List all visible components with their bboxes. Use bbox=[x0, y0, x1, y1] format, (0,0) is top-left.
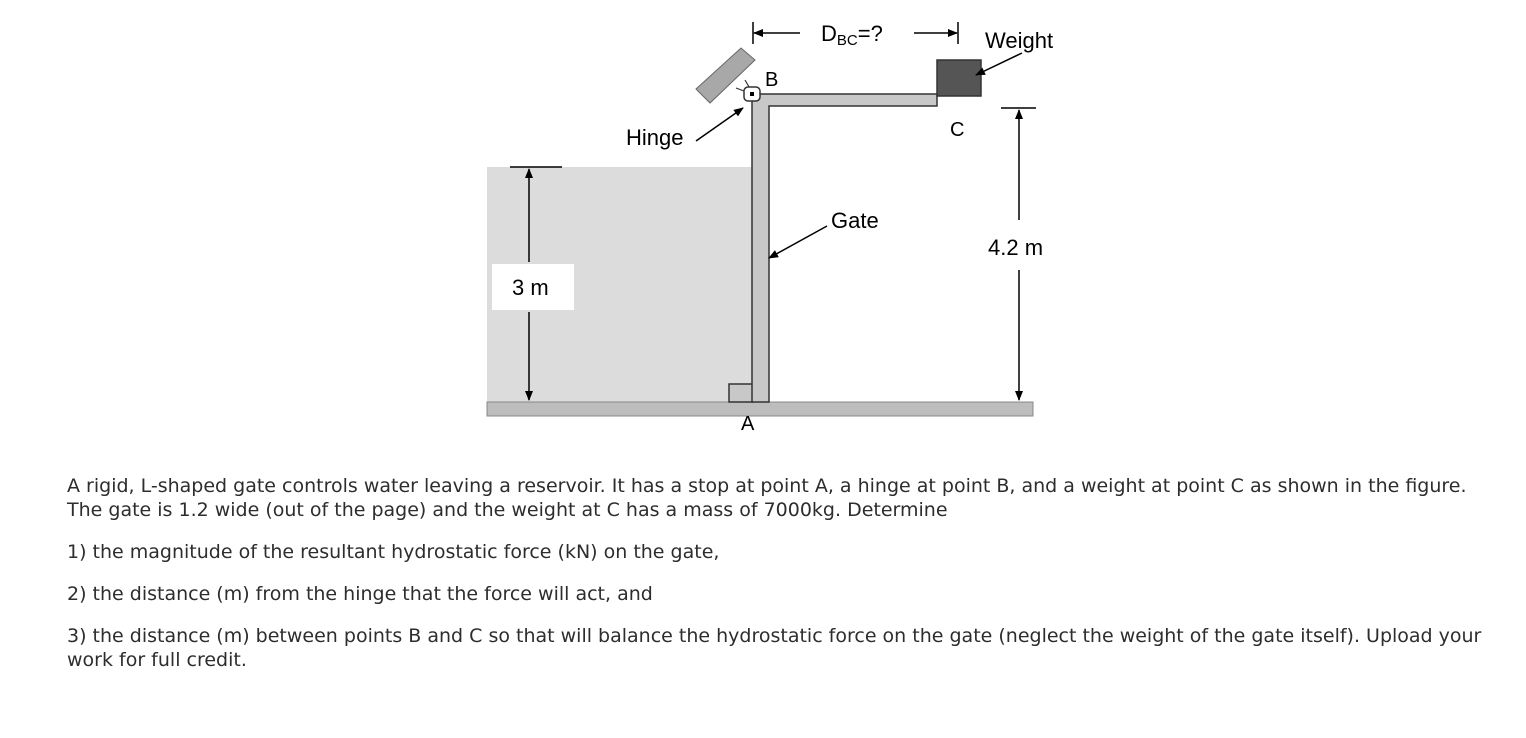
dbc-label-tail: =? bbox=[858, 21, 883, 46]
problem-statement: A rigid, L-shaped gate controls water le… bbox=[67, 474, 1507, 690]
point-b-label: B bbox=[765, 69, 778, 91]
question-3: 3) the distance (m) between points B and… bbox=[67, 625, 1482, 671]
hinge-label: Hinge bbox=[626, 125, 683, 150]
hinge-pointer bbox=[695, 107, 744, 142]
question-1: 1) the magnitude of the resultant hydros… bbox=[67, 541, 720, 563]
weight-pointer bbox=[975, 52, 1023, 76]
height-label: 4.2 m bbox=[988, 235, 1043, 260]
point-c-label: C bbox=[950, 119, 964, 141]
dbc-label: DBC=? bbox=[821, 21, 883, 49]
l-shaped-gate bbox=[751, 93, 938, 403]
gate-pointer bbox=[768, 225, 828, 259]
depth-label-box bbox=[492, 264, 574, 310]
point-a-label: A bbox=[741, 413, 755, 435]
stop-a bbox=[728, 383, 754, 403]
dbc-label-sub: BC bbox=[837, 32, 858, 49]
weight-block bbox=[936, 59, 982, 97]
depth-label: 3 m bbox=[512, 275, 549, 300]
problem-intro: A rigid, L-shaped gate controls water le… bbox=[67, 475, 1467, 521]
hinge-pin-center bbox=[750, 92, 754, 96]
dbc-label-main: D bbox=[821, 21, 837, 46]
gate-diagram: DBC=? Weight B C Hinge Gate 4.2 m 3 m A bbox=[486, 21, 1053, 435]
gate-label: Gate bbox=[831, 208, 879, 233]
question-2: 2) the distance (m) from the hinge that … bbox=[67, 583, 653, 605]
ground bbox=[486, 401, 1034, 417]
weight-label: Weight bbox=[985, 28, 1053, 53]
hinge-plate bbox=[695, 47, 756, 104]
